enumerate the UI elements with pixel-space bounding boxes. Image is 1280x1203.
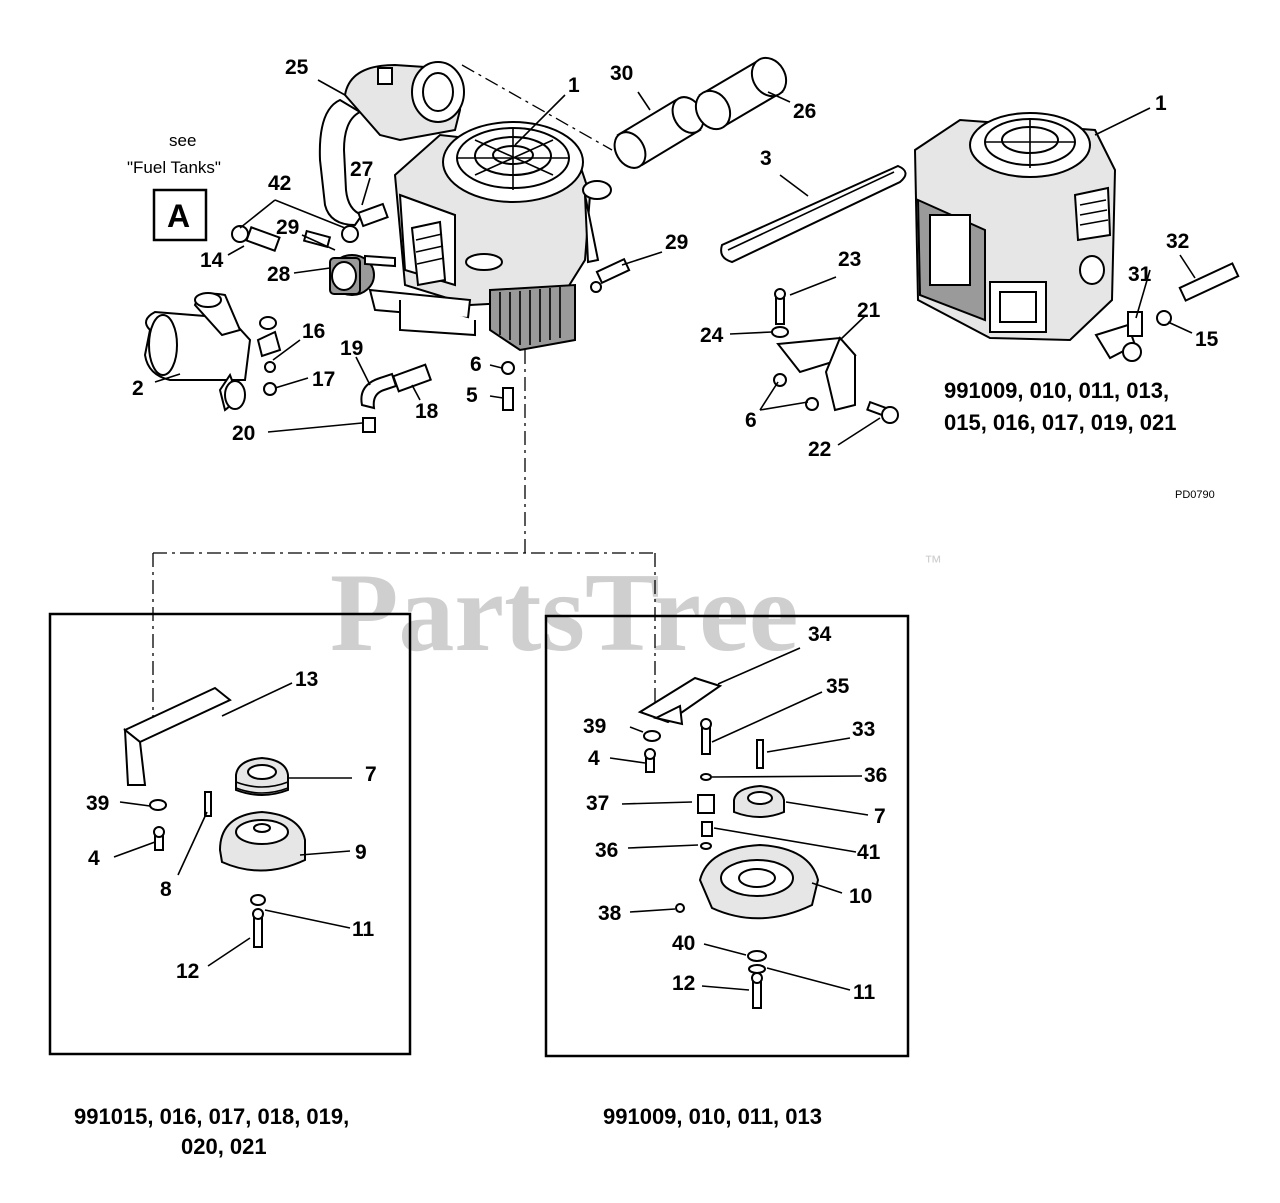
callout: 42	[268, 172, 291, 195]
callout: 38	[598, 902, 622, 925]
right-box-caption-line1: 991009, 010, 011, 013	[603, 1104, 822, 1129]
callout: 40	[672, 932, 695, 955]
callout: 11	[352, 918, 375, 941]
callout: 36	[864, 764, 887, 787]
guide-lines	[152, 64, 656, 720]
right-detail-illustration	[637, 676, 820, 1009]
main-engine-illustration	[318, 61, 612, 352]
callout: 9	[355, 841, 367, 864]
callout: 20	[232, 422, 255, 445]
fuel-ref-see: see	[169, 131, 196, 150]
callout: 34	[808, 623, 832, 646]
engine-models-caption-line2: 015, 016, 017, 019, 021	[944, 410, 1176, 435]
callout: 27	[350, 158, 373, 181]
callout: 23	[838, 248, 861, 271]
callout: 15	[1195, 328, 1219, 351]
reference-code: PD0790	[1175, 489, 1215, 501]
callout: 1	[1155, 92, 1167, 115]
callout: 36	[595, 839, 618, 862]
callout: 32	[1166, 230, 1189, 253]
air-filter-elements-illustration	[613, 56, 788, 169]
leader-lines	[113, 79, 1196, 991]
callout: 17	[312, 368, 335, 391]
callout: 31	[1128, 263, 1152, 286]
callout: 19	[340, 337, 363, 360]
callout: 12	[672, 972, 695, 995]
engine-models-caption-line1: 991009, 010, 011, 013,	[944, 378, 1169, 403]
callout: 11	[853, 981, 876, 1004]
callout: 21	[857, 299, 881, 322]
callout: 18	[415, 400, 439, 423]
callout: 37	[586, 792, 609, 815]
callouts: 1 1 2 3 4 4 5 6 6 7 7 8 9 10 11 11 12 12…	[86, 56, 1219, 1004]
fittings-illustration	[231, 202, 631, 433]
callout: 7	[365, 763, 377, 786]
callout: 35	[826, 675, 850, 698]
callout: 33	[852, 718, 875, 741]
muffler-illustration	[143, 292, 282, 412]
callout: 41	[857, 841, 881, 864]
right-detail-box	[544, 614, 910, 1058]
callout: 16	[302, 320, 325, 343]
left-box-caption-line1: 991015, 016, 017, 018, 019,	[74, 1104, 349, 1129]
callout: 25	[285, 56, 309, 79]
callout: 39	[583, 715, 606, 738]
callout: 28	[267, 263, 291, 286]
callout: 14	[200, 249, 224, 272]
bracket-illustration	[771, 288, 899, 424]
fuel-ref-title: "Fuel Tanks"	[127, 158, 221, 177]
callout: 5	[466, 384, 478, 407]
callout: 7	[874, 805, 886, 828]
callout: 6	[745, 409, 757, 432]
callout: 22	[808, 438, 831, 461]
callout: 8	[160, 878, 172, 901]
belt-illustration	[720, 164, 907, 264]
callout: 12	[176, 960, 199, 983]
callout: 6	[470, 353, 482, 376]
callout: 29	[665, 231, 688, 254]
right-engine-illustration	[913, 112, 1240, 362]
callout: 26	[793, 100, 816, 123]
callout: 30	[610, 62, 633, 85]
callout: 29	[276, 216, 299, 239]
callout: 3	[760, 147, 772, 170]
callout: 24	[700, 324, 724, 347]
callout: 2	[132, 377, 144, 400]
left-box-caption-line2: 020, 021	[181, 1134, 267, 1159]
left-detail-box	[48, 612, 412, 1056]
left-detail-illustration	[123, 686, 306, 948]
fuel-ref-letter: A	[167, 198, 190, 234]
callout: 4	[588, 747, 600, 770]
watermark-trademark: ™	[924, 552, 942, 572]
callout: 1	[568, 74, 580, 97]
callout: 4	[88, 847, 100, 870]
callout: 39	[86, 792, 109, 815]
callout: 10	[849, 885, 872, 908]
fuel-ref-box[interactable]	[152, 188, 208, 242]
callout: 13	[295, 668, 318, 691]
